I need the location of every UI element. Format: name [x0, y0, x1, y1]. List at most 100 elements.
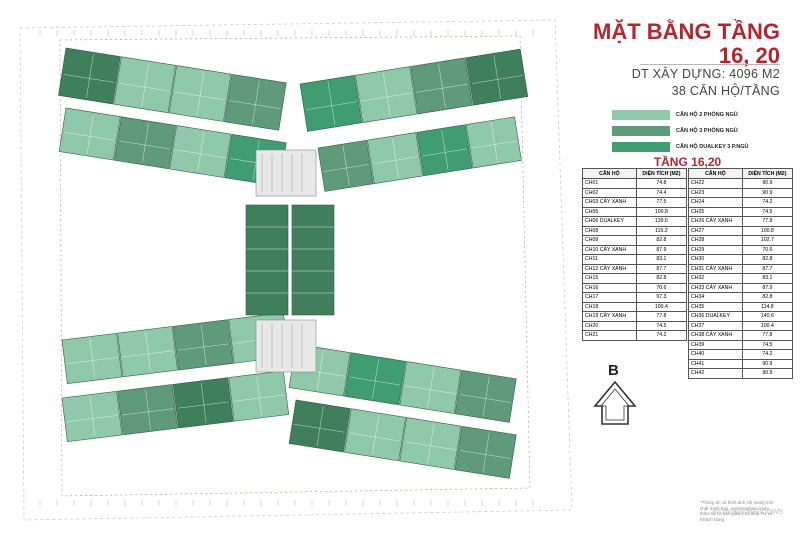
unit-wall: [89, 396, 96, 437]
unit-name: CH42: [688, 368, 743, 379]
unit-area: 82.8: [741, 292, 794, 303]
apartment-unit: [117, 326, 178, 378]
unit-area: 77.8: [741, 330, 794, 341]
unit-name: CH12 CÂY XANH: [582, 263, 637, 274]
footnote: *Thông tin và hình ảnh chỉ mang tính chấ…: [700, 500, 774, 522]
unit-name: CH03 CÂY XANH: [582, 197, 637, 208]
unit-name: CH01: [582, 178, 637, 189]
wing-lower-right-outer: [288, 343, 517, 423]
unit-area: 70.6: [635, 282, 688, 293]
unit-name: CH06 DUALKEY: [582, 216, 637, 227]
wing-lower-right-inner: [288, 399, 517, 479]
unit-name: CH17: [582, 292, 637, 303]
unit-wall: [178, 401, 229, 409]
unit-area: 87.7: [741, 263, 794, 274]
unit-wall: [197, 131, 205, 172]
lift-core-top: [255, 149, 317, 197]
unit-wall: [490, 122, 498, 163]
unit-wall: [438, 64, 446, 108]
unit-area: 77.8: [635, 311, 688, 322]
unit-wall: [200, 382, 207, 423]
unit-area: 100.8: [741, 225, 794, 236]
apartment-unit: [61, 332, 123, 385]
unit-wall: [482, 432, 490, 473]
unit-name: CH38 CÂY XANH: [688, 330, 743, 341]
unit-name: CH20: [582, 320, 637, 331]
wing-upper-left-outer: [58, 47, 287, 131]
unit-name: CH33 CÂY XANH: [688, 282, 743, 293]
legend-item-2br: CĂN HỘ 2 PHÒNG NGỦ: [612, 108, 782, 121]
apartment-unit: [168, 65, 232, 122]
unit-name: CH09: [582, 235, 637, 246]
apartment-unit: [317, 139, 374, 192]
legend: CĂN HỘ 2 PHÒNG NGỦ CĂN HỘ 3 PHÒNG NGỦ CĂ…: [612, 108, 782, 156]
unit-area: 74.8: [635, 178, 688, 189]
unit-area: 87.7: [635, 263, 688, 274]
apartment-unit: [172, 377, 234, 429]
table-title: TẦNG 16,20: [653, 155, 722, 169]
unit-name: CH29: [688, 244, 743, 255]
unit-name: CH31 CÂY XANH: [688, 263, 743, 274]
unit-area: 74.5: [635, 320, 688, 331]
unit-wall: [145, 389, 151, 430]
unit-area: 90.9: [741, 178, 794, 189]
unit-name: CH30: [688, 254, 743, 265]
unit-wall: [86, 54, 94, 98]
apartment-unit: [399, 361, 462, 414]
apartment-unit: [113, 56, 176, 114]
unit-wall: [471, 140, 517, 149]
col-header-area: DIỆN TÍCH (M2): [635, 168, 688, 179]
title-line-1: MẶT BẰNG TẦNG: [593, 19, 780, 44]
unit-name: CH36 DUALKEY: [688, 311, 743, 322]
apartment-unit: [224, 73, 287, 131]
apartment-unit: [367, 132, 424, 184]
apartment-unit: [410, 57, 473, 115]
unit-name: CH34: [688, 292, 743, 303]
legend-item-dualkey: CĂN HỘ DUALKEY 3 P.NGỦ: [612, 140, 782, 153]
unit-wall: [63, 74, 115, 83]
unit-area: 74.2: [741, 349, 794, 360]
unit-wall: [422, 148, 468, 157]
wing-upper-left-inner: [58, 107, 287, 187]
apartment-unit: [299, 75, 363, 132]
unit-area: 74.2: [635, 330, 688, 341]
unit-wall: [327, 81, 336, 126]
unit-wall: [493, 55, 502, 99]
title-line-2: 16, 20: [718, 43, 780, 68]
unit-name: CH18: [582, 301, 637, 312]
wing-lower-left-inner: [61, 370, 290, 443]
apartment-unit: [169, 125, 232, 178]
unit-wall: [323, 164, 369, 172]
apartment-unit: [454, 369, 517, 423]
unit-wall: [142, 123, 149, 163]
unit-area: 100.4: [635, 301, 688, 312]
unit-wall: [316, 406, 324, 446]
unit-name: CH15: [582, 273, 637, 284]
legend-label-3br: CĂN HỘ 3 PHÒNG NGỦ: [676, 127, 738, 134]
unit-area: 97.3: [635, 292, 688, 303]
unit-name: CH23: [688, 187, 743, 198]
unit-wall: [392, 138, 399, 178]
unit-name: CH08: [582, 225, 637, 236]
unit-area: 83.1: [635, 254, 688, 265]
unit-wall: [372, 415, 379, 455]
unit-area: 77.5: [635, 197, 688, 208]
